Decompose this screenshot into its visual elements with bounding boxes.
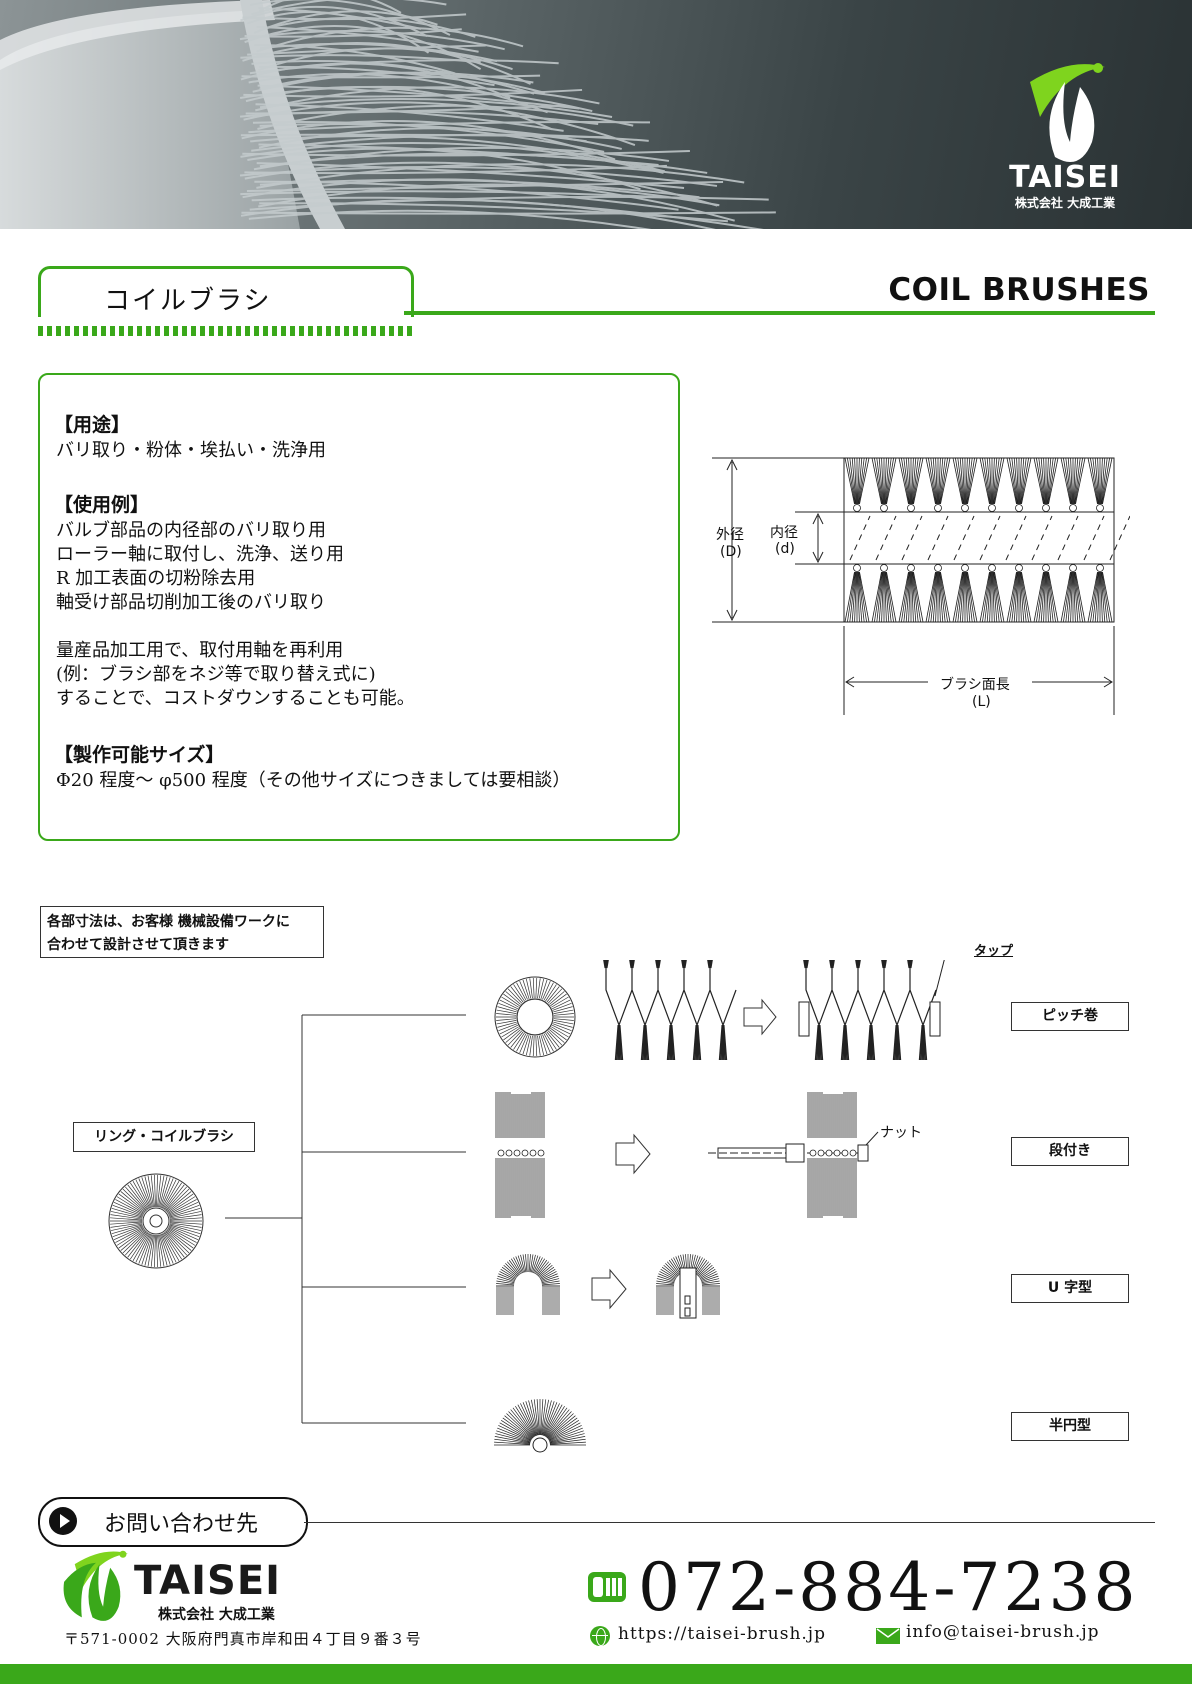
email-link[interactable]: info@taisei-brush.jp [906, 1622, 1100, 1642]
website-link[interactable]: https://taisei-brush.jp [618, 1624, 826, 1644]
dimension-diagram [712, 457, 1130, 715]
hero-logo-mark [1010, 62, 1110, 172]
brush-photo [0, 0, 776, 229]
footer-bar [0, 1664, 1192, 1684]
globe-icon [590, 1626, 610, 1646]
source-label: リング・コイルブラシ [73, 1122, 255, 1152]
tap-label: タップ [974, 944, 1014, 959]
inner-diameter-symbol: (d) [775, 541, 795, 557]
pitch-ring-drawing [494, 976, 576, 1058]
type-label-pitch: ピッチ巻 [1011, 1002, 1129, 1031]
title-dash-line [38, 326, 413, 336]
semicircle-brush-drawing [494, 1399, 586, 1453]
example-item: 軸受け部品切削加工後のバリ取り [56, 592, 326, 613]
title-tab [38, 266, 414, 317]
hero-logo-company: 株式会社 大成工業 [1014, 196, 1116, 210]
size-text: Φ20 程度〜 φ500 程度（その他サイズにつきましては要相談） [56, 770, 571, 791]
example-item: バルブ部品の内径部のバリ取り用 [56, 520, 326, 541]
length-symbol: (L) [972, 694, 991, 710]
contact-divider [304, 1522, 1155, 1523]
u-shape-mounted-drawing [656, 1254, 720, 1319]
nut-label: ナット [880, 1125, 922, 1141]
contact-heading: お問い合わせ先 [104, 1512, 259, 1537]
design-note-line: 合わせて設計させて頂きます [47, 937, 229, 953]
inner-diameter-label: 内径 [770, 525, 798, 541]
footer-company: 株式会社 大成工業 [158, 1607, 275, 1623]
design-note-line: 各部寸法は、お客様 機械設備ワークに [47, 914, 290, 930]
ring-coil-brush-drawing [108, 1173, 204, 1269]
type-label-stepped: 段付き [1011, 1137, 1129, 1166]
u-shape-brush-drawing [496, 1254, 560, 1315]
stepped-brush-drawing [495, 1092, 545, 1218]
example-item: R 加工表面の切粉除去用 [56, 568, 256, 589]
page-title-en: COIL BRUSHES [888, 272, 1150, 308]
outer-diameter-label: 外径 [716, 527, 744, 543]
design-note-box: 各部寸法は、お客様 機械設備ワークに 合わせて設計させて頂きます [40, 906, 324, 958]
note-line: することで、コストダウンすることも可能。 [56, 688, 415, 709]
pitch-coil-drawing [603, 960, 737, 1061]
use-title: 【用途】 [54, 414, 131, 436]
phone-icon [588, 1572, 626, 1602]
length-label: ブラシ面長 [940, 677, 1010, 693]
note-line: 量産品加工用で、取付用軸を再利用 [56, 640, 344, 661]
size-title: 【製作可能サイズ】 [54, 744, 225, 766]
hero-logo-name: TAISEI [1009, 160, 1121, 195]
mail-icon [876, 1628, 900, 1644]
pitch-coil-tap-drawing [803, 960, 937, 1061]
shaft-with-nut-drawing [708, 1131, 879, 1163]
note-line: (例：ブラシ部をネジ等で取り替え式に) [56, 664, 376, 685]
phone-number[interactable]: 072-884-7238 [638, 1549, 1139, 1626]
outer-diameter-symbol: (D) [720, 544, 742, 560]
footer-logo-mark [58, 1550, 134, 1628]
info-box: 【用途】 バリ取り・粉体・埃払い・洗浄用 【使用例】 バルブ部品の内径部のバリ取… [38, 373, 680, 841]
footer-logo-name: TAISEI [134, 1558, 282, 1604]
page-title-jp: コイルブラシ [104, 286, 272, 316]
play-icon [49, 1507, 77, 1535]
type-label-u-shape: U 字型 [1011, 1274, 1129, 1303]
address: 〒571-0002 大阪府門真市岸和田４丁目９番３号 [64, 1630, 422, 1648]
use-text: バリ取り・粉体・埃払い・洗浄用 [56, 440, 326, 461]
examples-title: 【使用例】 [54, 494, 150, 516]
example-item: ローラー軸に取付し、洗浄、送り用 [56, 544, 344, 565]
hero-banner: TAISEI 株式会社 大成工業 [0, 0, 1192, 229]
product-tree-diagram [108, 960, 945, 1453]
title-underline [404, 311, 1155, 315]
type-label-semicircle: 半円型 [1011, 1412, 1129, 1441]
